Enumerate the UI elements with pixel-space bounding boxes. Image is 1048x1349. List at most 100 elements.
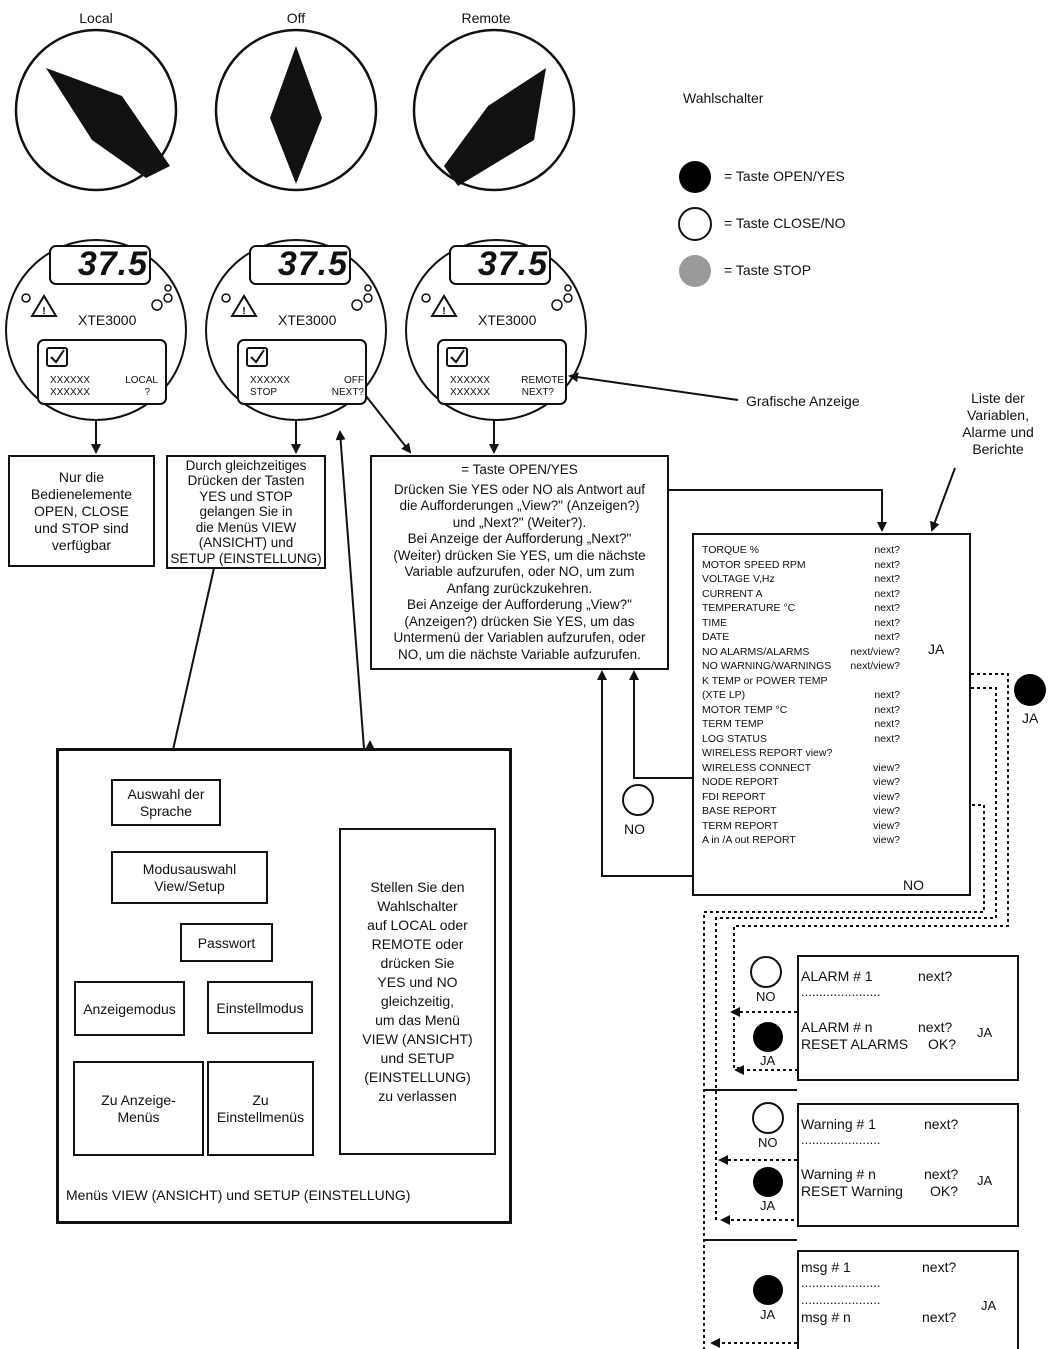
warning-reset: RESET Warning [801,1183,903,1199]
display-model-local: XTE3000 [78,312,137,328]
line-no-return-2 [597,670,692,877]
alarms-submenu-box [797,955,1019,1081]
simultaneous-press-box: Durch gleichzeitiges Drücken der Tasten … [166,455,326,569]
legend-stop-label: = Taste STOP [724,262,812,278]
graphic-display-annotation: Grafische Anzeige [746,393,860,409]
alarm-next-2: next? [918,1019,953,1035]
panel-remote-l1: XXXXXX [450,375,491,386]
variable-prompt: next? [874,703,900,716]
panel-local-l1: XXXXXX [50,375,91,386]
msg-right-yes-label: JA [981,1298,997,1313]
warning-right-yes-label: JA [977,1173,993,1188]
variable-name: TERM REPORT [702,819,779,832]
menu-caption: Menüs VIEW (ANSICHT) und SETUP (EINSTELL… [66,1187,411,1203]
list-no-label: NO [624,821,645,837]
to-view-menus-box: Zu Anzeige-Menüs [73,1061,204,1156]
svg-text:!: ! [242,306,245,317]
switch-off-knob [214,28,378,192]
variable-name: DATE [702,631,730,643]
panel-remote-l2: XXXXXX [450,387,491,398]
display-reading-off: 37.5 [277,245,348,283]
display-reading-remote: 37.5 [477,245,548,283]
display-model-off: XTE3000 [278,312,337,328]
variable-name: MOTOR SPEED RPM [702,558,806,571]
variable-prompt: view? [873,790,900,803]
line-instructions-to-list [668,489,887,532]
variable-prompt: next? [874,732,900,745]
alarm-last: ALARM # n [801,1019,873,1035]
warning-no-button-icon [752,1102,784,1134]
list-no-button-icon [622,784,654,816]
arrow-off-to-instructions [365,395,412,454]
alarm-no-label: NO [756,989,776,1004]
variable-name: NODE REPORT [702,776,779,788]
alarm-reset: RESET ALARMS [801,1036,909,1052]
variable-name: TERM TEMP [702,718,764,730]
alarm-next-1: next? [918,968,953,984]
view-mode-box: Anzeigemodus [74,981,185,1036]
variable-row: TEMPERATURE °C next? [702,601,900,616]
variable-prompt: view? [873,761,900,774]
variable-name: CURRENT A [702,587,763,600]
switch-local-knob [14,28,178,192]
variable-prompt: next? [874,558,900,571]
variable-name: TEMPERATURE °C [702,602,796,614]
password-box: Passwort [180,923,273,962]
warnings-submenu-box [797,1103,1019,1227]
list-bottom-no-label: NO [903,877,924,893]
variable-row: MOTOR SPEED RPM next? [702,558,900,573]
variable-prompt: next/view? [850,660,900,672]
outer-yes-button-icon [1014,674,1046,706]
alarm-dots: ...................... [801,984,881,999]
variable-prompt: view? [873,834,900,846]
warning-next-2: next? [924,1166,959,1182]
variable-prompt: next? [874,602,900,614]
variable-name: LOG STATUS [702,732,767,745]
switch-remote-knob [412,28,576,192]
msg-yes-label: JA [760,1307,776,1322]
variable-name: A in /A out REPORT [702,834,796,846]
variable-name: TIME [702,616,728,629]
variables-list-annotation: Liste der Variablen, Alarme und Berichte [962,390,1034,457]
panel-local-r1: LOCAL [125,375,158,386]
msg-next-2: next? [922,1309,957,1325]
arrow-variables-list [930,467,956,532]
variable-prompt: next? [874,587,900,600]
legend-close-no-label: = Taste CLOSE/NO [724,215,846,231]
warning-first: Warning # 1 [801,1116,876,1132]
arrow-graphic-display [568,372,739,401]
variable-name: WIRELESS CONNECT [702,761,812,774]
outer-yes-label: JA [1022,710,1039,726]
msg-dots-2: ...................... [801,1292,881,1307]
alarm-ok: OK? [928,1036,957,1052]
variable-row: WIRELESS CONNECT view? [702,761,900,776]
msg-yes-button-icon [753,1275,783,1305]
legend-stop-icon [679,255,711,287]
variable-prompt: next? [874,718,900,730]
alarm-yes-button-icon [753,1022,783,1052]
alarm-right-yes-label: JA [977,1025,993,1040]
panel-local-l2: XXXXXX [50,387,91,398]
messages-submenu-box [797,1250,1019,1349]
alarm-no-button-icon [750,956,782,988]
variable-row: WIRELESS REPORT view? [702,746,900,761]
display-model-remote: XTE3000 [478,312,537,328]
variable-prompt: next? [874,544,900,556]
warning-next-1: next? [924,1116,959,1132]
panel-off-r2: NEXT? [331,387,364,398]
list-yes-label: JA [928,641,945,657]
local-only-box: Nur die Bedienelemente OPEN, CLOSE und S… [8,455,155,567]
instructions-box: = Taste OPEN/YES Drücken Sie YES oder NO… [370,455,669,670]
setup-mode-box: Einstellmodus [207,981,313,1034]
variable-name: NO WARNING/WARNINGS [702,660,832,672]
